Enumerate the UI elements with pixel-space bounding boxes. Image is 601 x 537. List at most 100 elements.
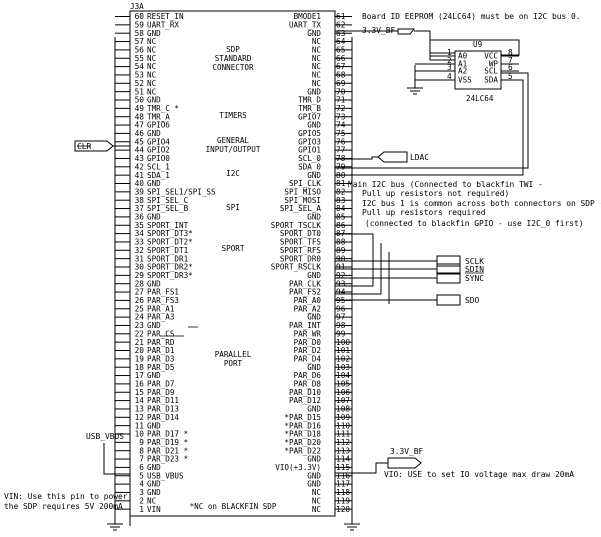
u9-pin-label: WP bbox=[489, 60, 499, 69]
pin-label: GPIO2 bbox=[147, 146, 170, 155]
pin-label: *PAR_D22 bbox=[284, 446, 321, 455]
pin-number: 99 bbox=[336, 329, 346, 338]
pin-label: *PAR_D16 bbox=[284, 421, 321, 430]
pin-label: PAR_D0 bbox=[294, 338, 322, 347]
pin-label: TMR_B bbox=[298, 104, 321, 113]
pin-number: 32 bbox=[135, 246, 145, 255]
pin-number: 5 bbox=[139, 471, 144, 480]
pin-label: SPORT_DR1 bbox=[147, 254, 189, 263]
pin-label: PAR_CS bbox=[147, 329, 175, 338]
pin-number: 79 bbox=[336, 162, 346, 171]
pin-label: GND bbox=[147, 371, 161, 380]
pin-label: PAR_D3 bbox=[147, 354, 174, 363]
pin-label: SPORT_DR3* bbox=[147, 271, 193, 280]
pin-number: 3 bbox=[139, 488, 144, 497]
pin-number: 37 bbox=[135, 204, 145, 213]
pin-number: 23 bbox=[135, 321, 145, 330]
pin-label: SPORT_DT2* bbox=[147, 238, 193, 247]
pin-number: 72 bbox=[336, 104, 346, 113]
pin-label: NC bbox=[312, 488, 321, 497]
nc-footnote: *NC on BLACKFIN SDP bbox=[190, 502, 277, 511]
pin-number: 12 bbox=[135, 413, 145, 422]
ldac-net-flag bbox=[377, 151, 408, 163]
pin-number: 28 bbox=[135, 279, 145, 288]
pin-label: NC bbox=[147, 54, 156, 63]
pin-label: PAR_D12 bbox=[289, 396, 321, 405]
ldac-net-label: LDAC bbox=[410, 153, 429, 162]
pin-label: SPI_MOSI bbox=[284, 196, 321, 205]
pin-number: 86 bbox=[336, 221, 346, 230]
v33-vio-label: 3.3V_BF bbox=[390, 447, 424, 456]
pin-label: NC bbox=[312, 54, 321, 63]
pin-number: 41 bbox=[135, 171, 145, 180]
pin-number: 98 bbox=[336, 321, 346, 330]
u9-pin-number: 5 bbox=[508, 72, 513, 81]
pin-number: 77 bbox=[336, 146, 346, 155]
block-label-connector: CONNECTOR bbox=[212, 63, 254, 72]
pin-number: 9 bbox=[139, 438, 144, 447]
pin-number: 46 bbox=[135, 129, 145, 138]
pin-number: 20 bbox=[135, 346, 145, 355]
pin-number: 19 bbox=[135, 354, 145, 363]
pin-number: 30 bbox=[135, 263, 145, 272]
pin-number: 26 bbox=[135, 296, 145, 305]
pin-number: 4 bbox=[139, 480, 144, 489]
clr-net-flag bbox=[74, 140, 114, 152]
pin-label: GND bbox=[307, 363, 321, 372]
scl0-wire bbox=[335, 72, 529, 169]
block-label-standard: STANDARD bbox=[215, 54, 252, 63]
pin-label: SPI_SEL_C bbox=[147, 196, 188, 205]
pin-label: UART_RX bbox=[147, 20, 179, 29]
pin-number: 43 bbox=[135, 154, 145, 163]
pin-label: GPIO5 bbox=[298, 129, 321, 138]
pin-label: TMR_A bbox=[147, 112, 170, 121]
pin-label: SDA_0 bbox=[298, 162, 321, 171]
pin-label: GPIO3 bbox=[298, 137, 321, 146]
pin-label: GND bbox=[307, 213, 321, 222]
pin-label: TMR_C * bbox=[147, 104, 179, 113]
pin-number: 110 bbox=[336, 421, 350, 430]
pin-number: 40 bbox=[135, 179, 145, 188]
pin-label: PAR_D17 * bbox=[147, 430, 188, 439]
pin-number: 48 bbox=[135, 112, 145, 121]
pin-label: PAR_D7 bbox=[147, 380, 174, 389]
pin-number: 90 bbox=[336, 254, 346, 263]
pin-label: GND bbox=[147, 129, 161, 138]
pin-label: SPORT_TFS bbox=[280, 238, 322, 247]
pin-number: 22 bbox=[135, 329, 145, 338]
block-label-sport: SPORT bbox=[222, 244, 245, 253]
u9-pin-number: 6 bbox=[508, 63, 513, 72]
pin-label: SPI_CLK bbox=[289, 179, 321, 188]
pin-number: 24 bbox=[135, 313, 145, 322]
pin-label: SDA_1 bbox=[147, 171, 170, 180]
pin-label: NC bbox=[147, 87, 156, 96]
pin-number: 115 bbox=[336, 463, 350, 472]
pin-label: GPIO7 bbox=[298, 112, 321, 121]
pin-number: 66 bbox=[336, 54, 346, 63]
pin-label: SPORT_RSCLK bbox=[271, 263, 322, 272]
pin-label: NC bbox=[147, 71, 156, 80]
pin-label: SCL_0 bbox=[298, 154, 321, 163]
u9-pin-number: 4 bbox=[447, 72, 452, 81]
pin-number: 58 bbox=[135, 29, 145, 38]
i2c-note-line-2: Pull up resistors not required) bbox=[362, 189, 509, 198]
pin-number: 89 bbox=[336, 246, 346, 255]
pin-label: NC bbox=[312, 505, 321, 514]
u9-pin-label: SDA bbox=[484, 76, 498, 85]
pin-label: NC bbox=[312, 46, 321, 55]
u9-vcc-wire bbox=[430, 39, 520, 56]
pin-number: 59 bbox=[135, 20, 145, 29]
pin-number: 14 bbox=[135, 396, 145, 405]
pin-label: SPI_SEL1/SPI_SS bbox=[147, 187, 216, 196]
eeprom-note: Board ID EEPROM (24LC64) must be on I2C … bbox=[362, 12, 581, 21]
pin-number: 84 bbox=[336, 204, 346, 213]
usb-vbus-wire bbox=[103, 443, 130, 475]
pin-number: 103 bbox=[336, 363, 350, 372]
u9-body bbox=[454, 50, 502, 90]
pin-label: GPIO0 bbox=[147, 154, 170, 163]
pin-number: 94 bbox=[336, 288, 346, 297]
pin-number: 27 bbox=[135, 288, 145, 297]
pin-label: PAR_D19 * bbox=[147, 438, 188, 447]
pin-number: 35 bbox=[135, 221, 145, 230]
